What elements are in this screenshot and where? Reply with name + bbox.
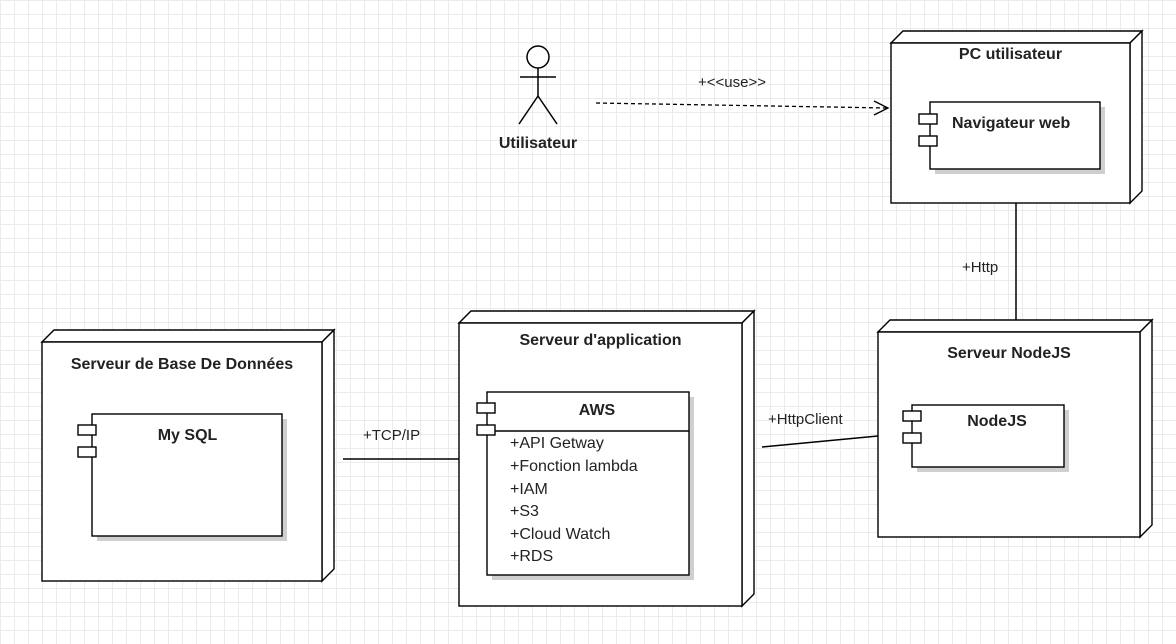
actor-label: Utilisateur — [498, 135, 578, 152]
aws-member-iam: +IAM — [510, 481, 548, 498]
tcpip-link-label: +TCP/IP — [363, 427, 421, 444]
navigateur-component-label: Navigateur web — [952, 115, 1071, 132]
pc-node-title: PC utilisateur — [958, 46, 1063, 63]
db-server-title: Serveur de Base De Données — [70, 356, 294, 373]
node-serveur-nodejs — [876, 318, 1154, 539]
app-server-title: Serveur d'application — [519, 332, 682, 349]
aws-member-s3: +S3 — [510, 503, 539, 520]
aws-component-label: AWS — [578, 402, 616, 419]
aws-member-rds: +RDS — [510, 548, 554, 565]
nodejs-component-label: NodeJS — [967, 413, 1027, 430]
httpclient-link — [761, 435, 879, 448]
use-dependency-label: +<<use>> — [698, 74, 766, 91]
http-link-label: +Http — [962, 259, 999, 276]
aws-member-cloudwatch: +Cloud Watch — [510, 526, 611, 543]
use-dependency-arrow — [595, 100, 890, 116]
node-serveur-application — [457, 309, 756, 608]
mysql-component-label: My SQL — [157, 427, 218, 444]
nodejs-server-title: Serveur NodeJS — [947, 345, 1071, 362]
aws-member-api-gateway: +API Getway — [510, 435, 604, 452]
actor-figure — [518, 45, 558, 125]
httpclient-link-label: +HttpClient — [768, 411, 843, 428]
node-pc-utilisateur — [889, 29, 1144, 205]
node-serveur-bdd — [40, 328, 336, 583]
aws-member-lambda: +Fonction lambda — [510, 458, 638, 475]
